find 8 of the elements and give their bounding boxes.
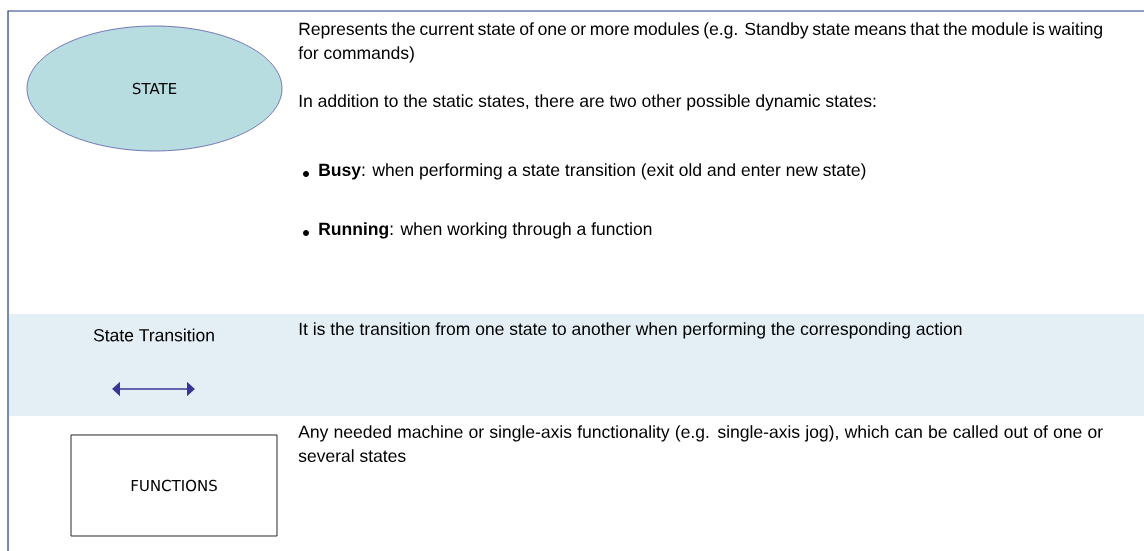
- function-box: FUNCTIONS: [70, 434, 278, 537]
- description-text: In addition to the static states, there are two other possible dynamic states:: [299, 94, 876, 111]
- description-text: Running: when working through a function: [319, 222, 652, 239]
- description-text: It is the transition from one state to another when performing the corresponding action: [299, 322, 962, 339]
- description-text: Busy: when performing a state transition (exit old and enter new state): [319, 163, 866, 180]
- row-label: State Transition: [93, 328, 214, 342]
- description-text: Represents the current state of one or more modules (e.g. Standby state means that the module is waiting for commands): [298, 22, 1102, 63]
- description-text: Any needed machine or single-axis functionality (e.g. single-axis jog), which can be called out of one or several states: [298, 425, 1103, 463]
